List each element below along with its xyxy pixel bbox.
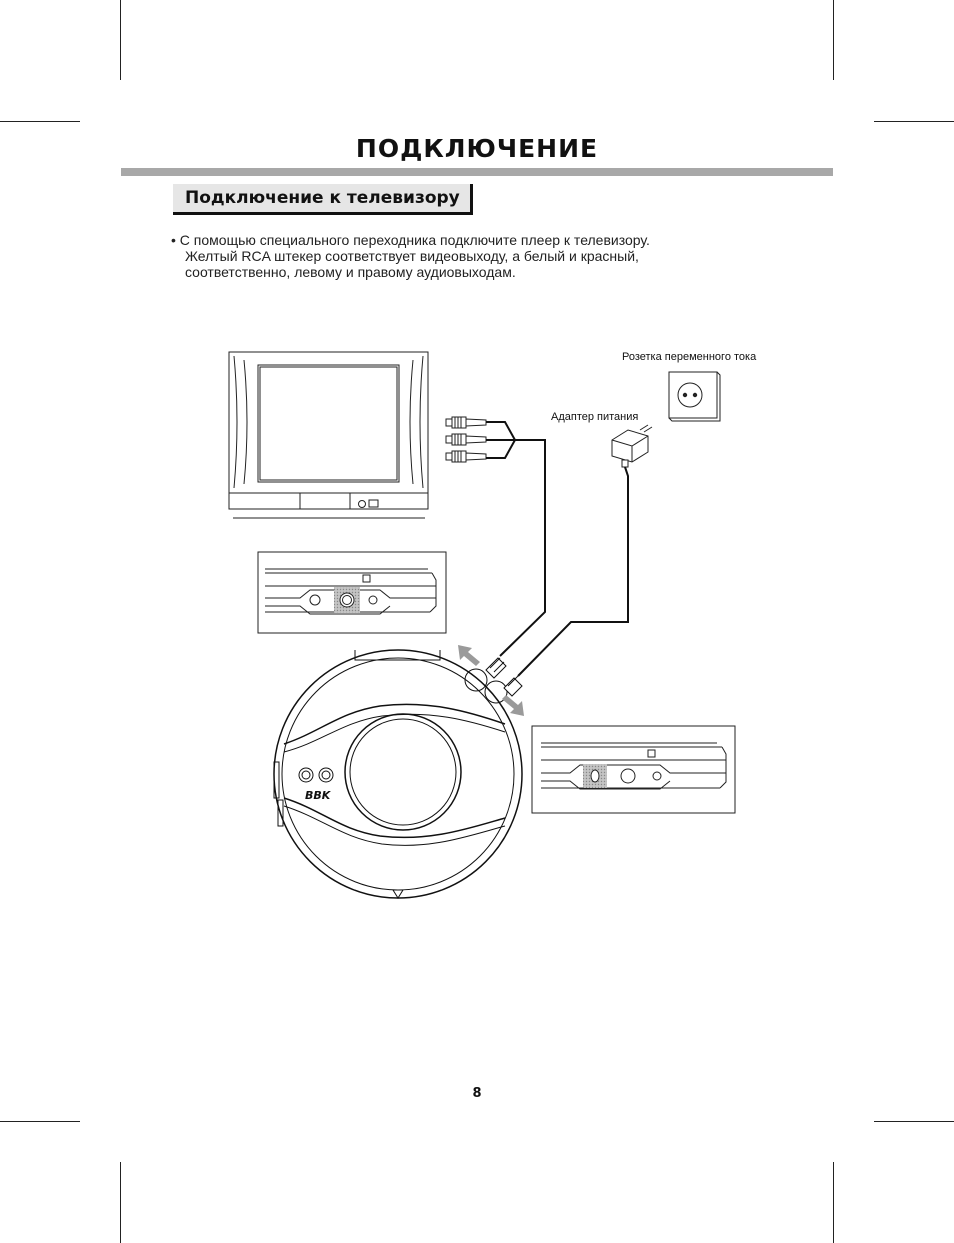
- crop-mark: [833, 0, 834, 80]
- instruction-line-1: • С помощью специального переходника под…: [171, 232, 650, 248]
- page-title: ПОДКЛЮЧЕНИЕ: [355, 134, 599, 163]
- direction-arrows: [458, 645, 524, 716]
- crop-mark: [120, 0, 121, 80]
- player-plugs: [485, 657, 523, 697]
- adapter-label: Адаптер питания: [551, 411, 639, 423]
- crop-mark: [874, 121, 954, 122]
- crop-mark: [833, 1162, 834, 1243]
- player-logo: BBK: [305, 789, 332, 802]
- power-outlet: [668, 371, 721, 422]
- player-side-detail-top: [257, 551, 447, 634]
- outlet-label: Розетка переменного тока: [622, 351, 757, 363]
- page-number: 8: [472, 1086, 482, 1101]
- av-cable: [486, 421, 546, 657]
- cd-player: [273, 649, 523, 899]
- title-rule: [121, 168, 833, 176]
- instruction-text: • С помощью специального переходника под…: [171, 232, 771, 280]
- instruction-line-3: соответственно, левому и правому аудиовы…: [185, 264, 516, 280]
- instruction-line-2: Желтый RCA штекер соответствует видеовых…: [185, 248, 639, 264]
- player-side-detail-bottom: [531, 725, 736, 814]
- power-adapter: [611, 424, 653, 468]
- power-cable: [517, 466, 629, 677]
- crop-mark: [0, 1121, 80, 1122]
- section-heading: Подключение к телевизору: [173, 184, 473, 215]
- tv-illustration: [228, 351, 429, 519]
- crop-mark: [874, 1121, 954, 1122]
- rca-plugs: [445, 416, 487, 463]
- crop-mark: [0, 121, 80, 122]
- bullet: •: [171, 232, 176, 248]
- crop-mark: [120, 1162, 121, 1243]
